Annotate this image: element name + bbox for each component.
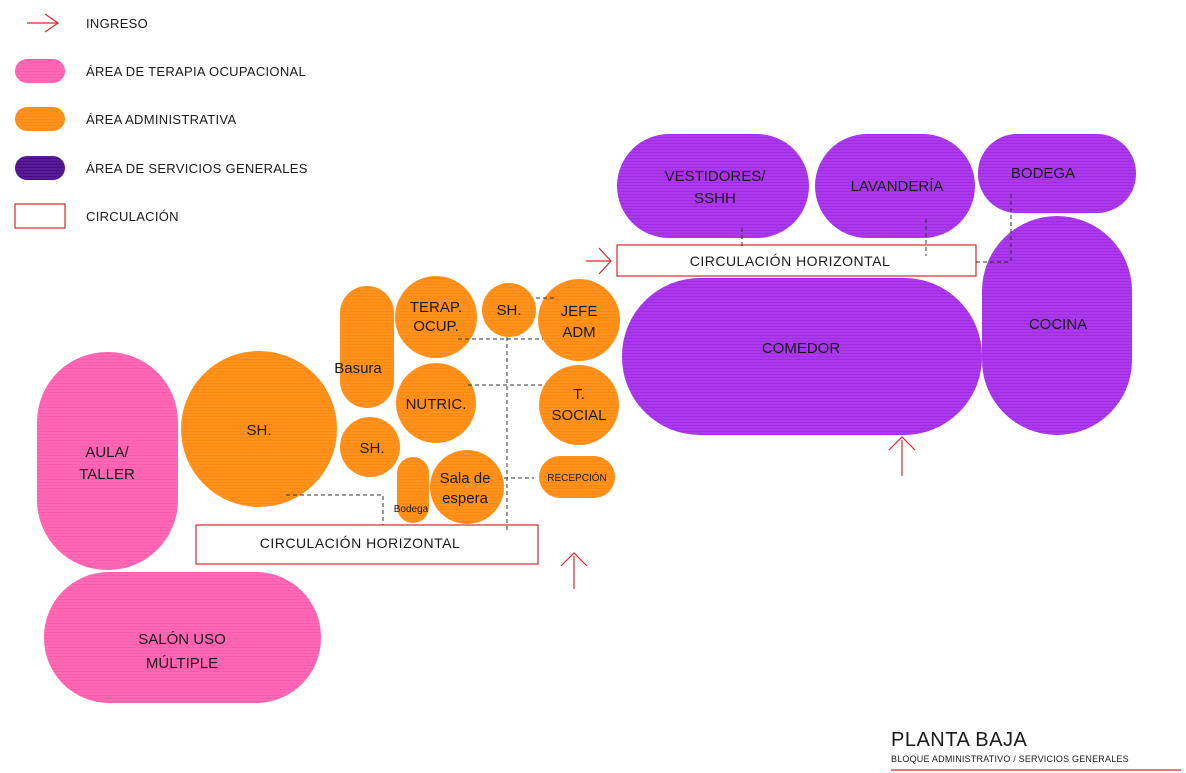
legend-circulation-label: CIRCULACIÓN: [86, 209, 179, 224]
jefe-label-1: JEFE: [561, 303, 598, 320]
legend-circulation-swatch: [14, 203, 66, 229]
lavanderia-label: LAVANDERÍA: [851, 178, 944, 195]
bodega-small-label: Bodega: [394, 504, 429, 515]
aula-taller-label-2: TALLER: [79, 466, 135, 483]
circulation-lower-label: CIRCULACIÓN HORIZONTAL: [260, 535, 461, 551]
connection-lines: [286, 194, 1012, 530]
nutric-label: NUTRIC.: [406, 396, 467, 413]
comedor-label: COMEDOR: [762, 340, 841, 357]
terap-label-2: OCUP.: [413, 318, 459, 335]
entrance-arrow-upper-icon: [586, 247, 612, 275]
recepcion-label: RECEPCIÓN: [547, 471, 606, 484]
sh-small-label: SH.: [359, 440, 384, 457]
jefe-label-2: ADM: [562, 324, 595, 341]
basura-label: Basura: [334, 360, 382, 377]
sala-label-2: espera: [442, 490, 489, 507]
entrance-arrow-lower-icon: [560, 552, 588, 589]
sh-big-label: SH.: [246, 422, 271, 439]
legend-therapy-label: ÁREA DE TERAPIA OCUPACIONAL: [86, 64, 306, 79]
cocina-label: COCINA: [1029, 316, 1087, 333]
social-label-1: T.: [573, 386, 585, 403]
sala-label-1: Sala de: [440, 470, 491, 487]
legend: INGRESO ÁREA DE TERAPIA OCUPACIONAL ÁREA…: [14, 13, 308, 229]
bodega-label: BODEGA: [1011, 165, 1075, 182]
admin-area: SH. Basura TERAP. OCUP. SH. JEFE ADM NUT…: [181, 276, 620, 524]
footer: PLANTA BAJA BLOQUE ADMINISTRATIVO / SERV…: [891, 729, 1181, 771]
sh-top-label: SH.: [496, 302, 521, 319]
plan-subtitle: BLOQUE ADMINISTRATIVO / SERVICIOS GENERA…: [891, 754, 1129, 764]
entrance-arrow-comedor-icon: [888, 436, 916, 476]
circulation-upper: [616, 244, 977, 277]
legend-ingreso-label: INGRESO: [86, 16, 148, 31]
therapy-area: AULA/ TALLER SALÓN USO MÚLTIPLE: [37, 352, 321, 703]
vestidores-label-2: SSHH: [694, 190, 736, 207]
salon-label-2: MÚLTIPLE: [146, 655, 218, 672]
circulation-upper-label: CIRCULACIÓN HORIZONTAL: [690, 253, 891, 269]
services-area: VESTIDORES/ SSHH LAVANDERÍA BODEGA COCIN…: [617, 134, 1136, 435]
ingreso-arrow-icon: [27, 13, 60, 33]
terap-label-1: TERAP.: [410, 299, 462, 316]
legend-services-label: ÁREA DE SERVICIOS GENERALES: [86, 161, 308, 176]
social-label-2: SOCIAL: [551, 407, 606, 424]
aula-taller-label-1: AULA/: [85, 444, 129, 461]
circulation-lower: [195, 524, 539, 565]
salon-label-1: SALÓN USO: [138, 631, 226, 648]
circulation: CIRCULACIÓN HORIZONTAL CIRCULACIÓN HORIZ…: [195, 244, 977, 565]
legend-admin-label: ÁREA ADMINISTRATIVA: [86, 112, 236, 127]
plan-title: PLANTA BAJA: [891, 729, 1027, 751]
entrance-arrows: [560, 247, 916, 589]
vestidores-label-1: VESTIDORES/: [665, 168, 767, 185]
